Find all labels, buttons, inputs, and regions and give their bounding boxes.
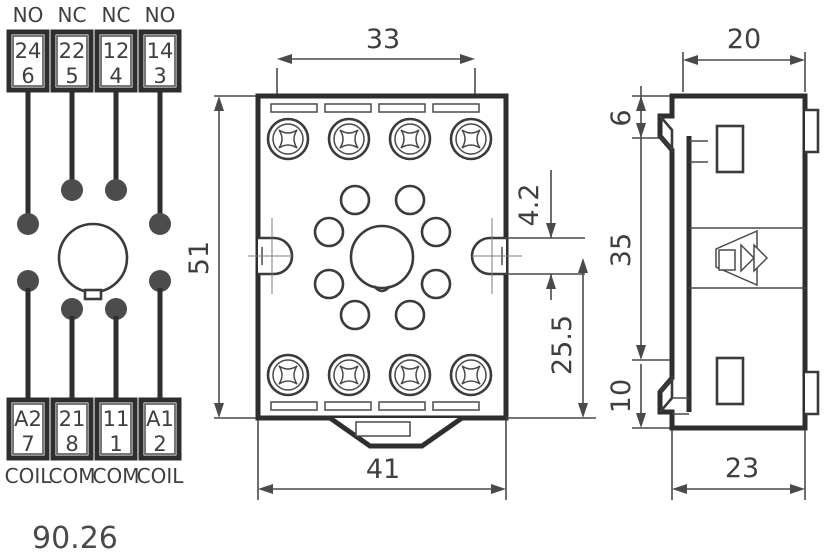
center-bore bbox=[349, 224, 415, 293]
terminal-number-lower: 2 bbox=[153, 432, 166, 456]
mounting-lug-left bbox=[248, 218, 294, 294]
screw-terminal-top-row bbox=[266, 117, 493, 161]
dimension-value: 35 bbox=[606, 233, 637, 267]
terminal-number-lower: 6 bbox=[21, 64, 34, 88]
terminal-number-upper: A2 bbox=[14, 407, 42, 431]
pin-dot bbox=[105, 298, 127, 320]
pin-dot bbox=[149, 213, 171, 235]
bottom-lead-wires bbox=[25, 288, 163, 400]
part-number-label: 90.26 bbox=[32, 521, 118, 556]
mounting-lug-right bbox=[470, 218, 522, 294]
coil-symbol bbox=[57, 222, 129, 301]
pin-hole bbox=[420, 268, 452, 300]
screw-terminal bbox=[327, 353, 371, 397]
dimension-value: 41 bbox=[366, 454, 400, 485]
side-window-upper bbox=[715, 124, 745, 174]
dimension-value: 4.2 bbox=[514, 184, 545, 227]
dimension-value: 23 bbox=[725, 453, 759, 484]
contact-type-label: NC bbox=[58, 3, 87, 27]
dimension-35: 35 bbox=[606, 142, 690, 361]
screw-terminal bbox=[266, 353, 310, 397]
terminal-function-label: COM bbox=[49, 464, 96, 488]
din-hook-upper bbox=[659, 115, 708, 163]
screw-terminal bbox=[266, 117, 310, 161]
pin-dot bbox=[149, 270, 171, 292]
contact-type-label: NC bbox=[102, 3, 131, 27]
wiring-diagram-view: NO NC NC NO 24 6 22 5 12 4 14 3 bbox=[5, 3, 185, 556]
side-bottom-foot bbox=[672, 397, 689, 415]
terminal-function-label: COM bbox=[93, 464, 140, 488]
terminal-number-lower: 1 bbox=[109, 432, 122, 456]
dimension-value: 51 bbox=[184, 241, 215, 275]
pin-dot bbox=[61, 298, 83, 320]
pin-dot bbox=[61, 179, 83, 201]
screw-terminal bbox=[449, 117, 493, 161]
top-view: 33 51 bbox=[184, 24, 596, 500]
pin-hole bbox=[313, 216, 345, 248]
terminal-number-upper: 12 bbox=[103, 39, 130, 63]
terminal-number-lower: 5 bbox=[65, 64, 78, 88]
pin-hole bbox=[394, 184, 426, 216]
dimension-4-2: 4.2 bbox=[506, 170, 585, 300]
terminal-number-upper: 24 bbox=[15, 39, 42, 63]
terminal-number-lower: 3 bbox=[153, 64, 166, 88]
dimension-value: 25.5 bbox=[547, 315, 578, 375]
terminal-number-lower: 7 bbox=[21, 432, 34, 456]
screw-terminal bbox=[327, 117, 371, 161]
top-lead-wires bbox=[25, 90, 163, 218]
terminal-number-upper: 14 bbox=[147, 39, 174, 63]
terminal-number-lower: 4 bbox=[109, 64, 122, 88]
terminal-number-lower: 8 bbox=[65, 432, 78, 456]
top-slot-row bbox=[270, 103, 480, 113]
pin-dot bbox=[105, 179, 127, 201]
screw-terminal-bottom-row bbox=[266, 353, 493, 397]
side-window-lower bbox=[715, 356, 745, 406]
contact-type-label: NO bbox=[145, 3, 176, 27]
screw-terminal bbox=[388, 117, 432, 161]
pin-hole bbox=[420, 216, 452, 248]
dimension-33: 33 bbox=[276, 24, 476, 96]
dimension-value: 20 bbox=[727, 24, 761, 55]
pin-hole bbox=[313, 268, 345, 300]
pin-hole bbox=[339, 184, 371, 216]
side-view: 20 6 35 10 bbox=[606, 24, 820, 500]
side-clip-tabs bbox=[805, 108, 820, 416]
screw-terminal bbox=[449, 353, 493, 397]
terminal-function-label: COIL bbox=[137, 464, 185, 488]
terminal-number-upper: 21 bbox=[59, 407, 86, 431]
dimension-10: 10 bbox=[606, 364, 690, 429]
terminal-function-label: COIL bbox=[5, 464, 53, 488]
dimension-20: 20 bbox=[682, 24, 806, 92]
dimension-23: 23 bbox=[671, 430, 806, 500]
terminal-number-upper: A1 bbox=[146, 407, 174, 431]
retaining-clip bbox=[328, 415, 464, 449]
contact-type-label: NO bbox=[13, 3, 44, 27]
pin-hole bbox=[339, 299, 371, 331]
terminal-number-upper: 22 bbox=[59, 39, 86, 63]
din-hook-lower bbox=[659, 374, 674, 413]
dimension-6: 6 bbox=[606, 86, 690, 142]
pin-dot bbox=[17, 270, 39, 292]
lever-marking bbox=[689, 227, 805, 289]
screw-terminal bbox=[388, 353, 432, 397]
dimension-25-5: 25.5 bbox=[506, 258, 596, 419]
terminal-number-upper: 11 bbox=[103, 407, 130, 431]
bottom-terminal-boxes bbox=[6, 397, 182, 461]
dimension-51: 51 bbox=[184, 95, 258, 419]
dimension-value: 6 bbox=[606, 109, 637, 126]
dimension-value: 10 bbox=[606, 379, 637, 413]
dimension-value: 33 bbox=[366, 24, 400, 55]
bottom-slot-row bbox=[270, 401, 480, 411]
pin-hole bbox=[394, 299, 426, 331]
pin-hole-ring bbox=[313, 184, 452, 331]
pin-dot bbox=[17, 213, 39, 235]
dimension-41: 41 bbox=[257, 420, 507, 500]
